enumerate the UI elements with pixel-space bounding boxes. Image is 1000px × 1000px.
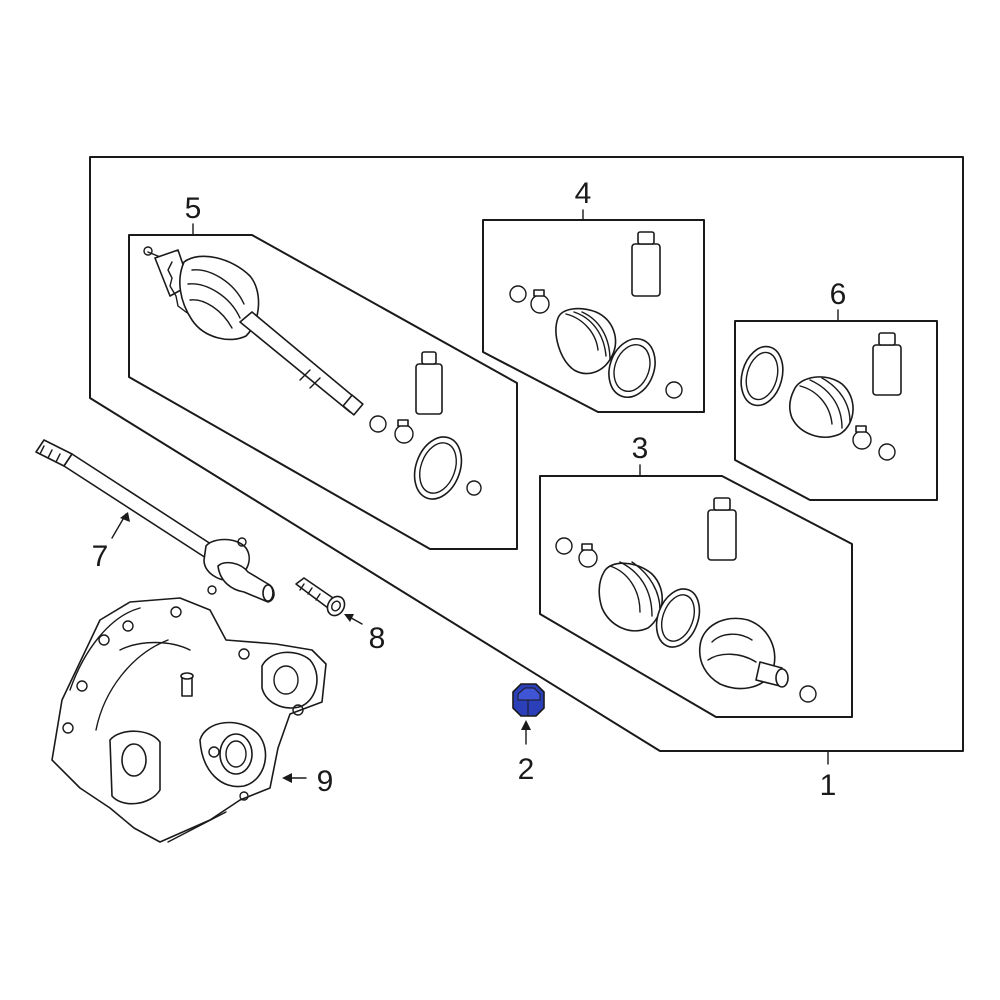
grease-packet-icon [872, 332, 902, 396]
boot-kit-group-6 [734, 320, 938, 501]
boot-band-icon [655, 588, 701, 648]
axle-assembly-group-outline [89, 156, 964, 752]
inner-joint-kit-group [539, 475, 853, 718]
boot-clamp-icon [578, 543, 598, 568]
cv-boot-icon [789, 376, 854, 438]
callout-1: 1 [820, 769, 837, 802]
snap-ring-icon [509, 285, 527, 303]
axle-shaft-kit-group [128, 234, 518, 550]
snap-ring-icon [555, 537, 573, 555]
bolt-icon [295, 577, 346, 617]
cv-joint-housing-icon [698, 617, 789, 690]
cv-boot-icon [598, 561, 663, 632]
callout-8: 8 [369, 622, 386, 655]
snap-ring-icon [878, 443, 896, 461]
axle-nut-icon [512, 683, 545, 717]
callout-9: 9 [317, 765, 334, 798]
boot-clamp-icon [394, 419, 414, 444]
snap-ring-icon [466, 480, 482, 496]
grease-packet-icon [707, 497, 737, 561]
differential-housing-icon [51, 597, 327, 843]
callout-4: 4 [575, 177, 592, 210]
callout-7: 7 [92, 540, 109, 573]
axle-shaft-icon [143, 246, 364, 416]
callout-6: 6 [830, 278, 847, 311]
callout-3: 3 [632, 432, 649, 465]
boot-band-icon [740, 345, 784, 407]
callout-2: 2 [518, 753, 535, 786]
intermediate-shaft-icon [35, 439, 275, 603]
boot-kit-group-4 [482, 219, 705, 413]
grease-packet-icon [415, 351, 443, 415]
boot-clamp-icon [530, 289, 550, 314]
snap-ring-icon [799, 685, 817, 703]
snap-ring-icon [665, 381, 683, 399]
snap-ring-icon [369, 415, 387, 433]
grease-packet-icon [631, 231, 661, 297]
boot-clamp-icon [852, 425, 872, 450]
cv-boot-icon [555, 307, 617, 375]
callout-5: 5 [185, 192, 202, 225]
boot-band-icon [413, 436, 463, 500]
